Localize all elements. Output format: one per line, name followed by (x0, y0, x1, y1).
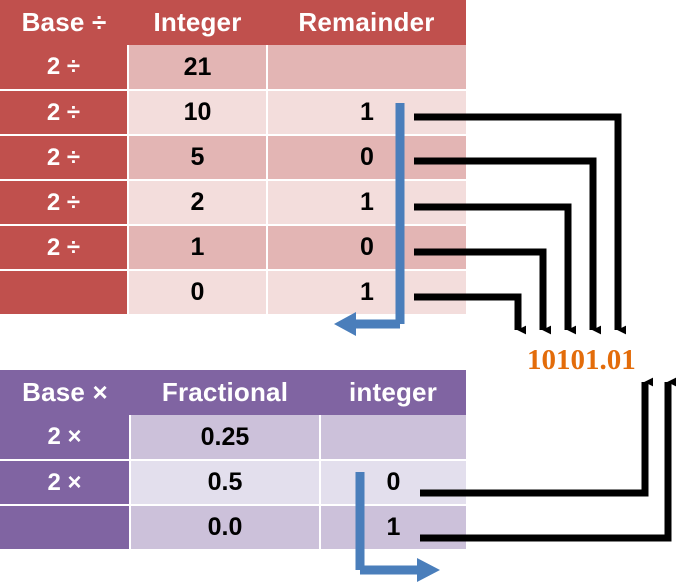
multiplication-integer-1: 0 (320, 460, 466, 506)
division-remainder-3: 1 (267, 180, 466, 226)
division-integer-4: 1 (128, 225, 268, 271)
division-header-base: Base ÷ (0, 0, 128, 45)
division-base-3: 2 ÷ (0, 180, 129, 226)
division-remainder-1: 1 (267, 90, 466, 136)
multiplication-integer-2: 1 (320, 505, 466, 551)
division-row-3: 2 ÷ 2 1 (0, 180, 466, 226)
division-base-4: 2 ÷ (0, 225, 129, 271)
division-integer-3: 2 (128, 180, 268, 226)
multiplication-base-0: 2 × (0, 415, 131, 461)
division-integer-1: 10 (128, 90, 268, 136)
multiplication-fractional-0: 0.25 (130, 415, 321, 461)
division-row-0: 2 ÷ 21 (0, 45, 466, 91)
multiplication-row-2: 0.0 1 (0, 505, 466, 551)
multiplication-base-1: 2 × (0, 460, 131, 506)
division-remainder-0 (267, 45, 466, 91)
division-integer-0: 21 (128, 45, 268, 91)
integer-part-division-table: Base ÷ Integer Remainder 2 ÷ 21 2 ÷ 10 1… (0, 0, 466, 316)
multiplication-table-header-row: Base × Fractional integer (0, 370, 466, 415)
division-header-integer: Integer (128, 0, 267, 45)
multiplication-row-0: 2 × 0.25 (0, 415, 466, 461)
multiplication-fractional-2: 0.0 (130, 505, 321, 551)
binary-result-value: 10101.01 (527, 344, 636, 376)
multiplication-base-2 (0, 505, 131, 551)
multiplication-row-1: 2 × 0.5 0 (0, 460, 466, 506)
multiplication-fractional-1: 0.5 (130, 460, 321, 506)
division-base-0: 2 ÷ (0, 45, 129, 91)
multiplication-header-base: Base × (0, 370, 130, 415)
division-base-2: 2 ÷ (0, 135, 129, 181)
division-remainder-2: 0 (267, 135, 466, 181)
fractional-part-multiplication-table: Base × Fractional integer 2 × 0.25 2 × 0… (0, 370, 466, 551)
division-base-1: 2 ÷ (0, 90, 129, 136)
division-remainder-4: 0 (267, 225, 466, 271)
division-remainder-5: 1 (267, 270, 466, 316)
multiplication-header-integer: integer (320, 370, 466, 415)
division-header-remainder: Remainder (267, 0, 466, 45)
division-row-4: 2 ÷ 1 0 (0, 225, 466, 271)
division-base-5 (0, 270, 129, 316)
division-integer-2: 5 (128, 135, 268, 181)
division-table-header-row: Base ÷ Integer Remainder (0, 0, 466, 45)
multiplication-integer-0 (320, 415, 466, 461)
division-row-5: 0 1 (0, 270, 466, 316)
multiplication-header-fractional: Fractional (130, 370, 320, 415)
division-row-2: 2 ÷ 5 0 (0, 135, 466, 181)
division-row-1: 2 ÷ 10 1 (0, 90, 466, 136)
division-integer-5: 0 (128, 270, 268, 316)
